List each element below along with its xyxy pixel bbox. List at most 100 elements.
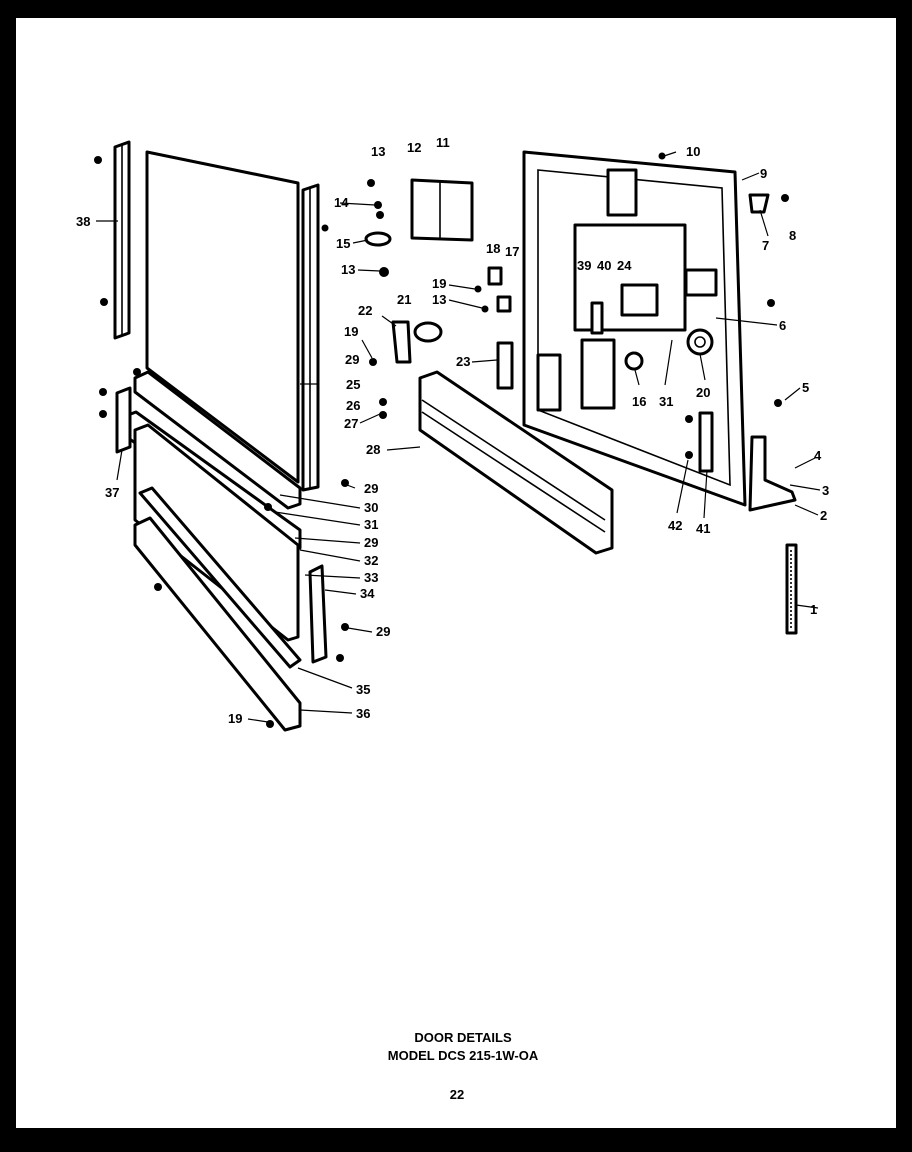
screw-icon — [774, 399, 782, 407]
part-16-knob — [624, 351, 644, 371]
part-36-toe-kick — [133, 516, 302, 732]
part-41-hinge-bracket — [698, 411, 714, 473]
part-label: 42 — [668, 518, 682, 533]
part-label: 29 — [364, 481, 378, 496]
page-number: 22 — [450, 1087, 464, 1102]
part-label: 33 — [364, 570, 378, 585]
part-label: 28 — [366, 442, 380, 457]
part-7-clip — [748, 193, 770, 214]
part-label: 21 — [397, 292, 411, 307]
part-38-side-trim — [113, 140, 131, 340]
screw-icon — [379, 267, 389, 277]
part-label: 1 — [810, 602, 817, 617]
part-label: 19 — [432, 276, 446, 291]
part-25-26-side-channel — [301, 183, 320, 492]
part-label: 26 — [346, 398, 360, 413]
screw-icon — [133, 368, 141, 376]
screw-icon — [367, 179, 375, 187]
part-label: 17 — [505, 244, 519, 259]
part-22-bracket — [391, 320, 412, 364]
part-label: 30 — [364, 500, 378, 515]
hinge-block — [536, 353, 562, 412]
screw-icon — [379, 411, 387, 419]
part-label: 41 — [696, 521, 710, 536]
part-label: 34 — [360, 586, 375, 601]
part-label: 40 — [597, 258, 611, 273]
screw-icon — [99, 410, 107, 418]
part-label: 2 — [820, 508, 827, 523]
part-label: 14 — [334, 195, 349, 210]
leader-lines — [96, 151, 821, 723]
part-label: 29 — [364, 535, 378, 550]
part-label: 4 — [814, 448, 822, 463]
part-label: 38 — [76, 214, 90, 229]
part-20-bearing — [686, 328, 714, 356]
part-label: 5 — [802, 380, 809, 395]
part-label: 31 — [364, 517, 378, 532]
part-labels: 1 2 3 4 5 6 7 8 9 10 11 12 13 13 13 14 1… — [76, 135, 829, 726]
part-label: 18 — [486, 241, 500, 256]
screw-icon — [376, 211, 384, 219]
part-label: 19 — [344, 324, 358, 339]
part-17-clip — [496, 295, 512, 313]
screw-icon — [374, 201, 382, 209]
part-11-12-latch-assembly — [410, 178, 474, 242]
part-15-clip — [364, 231, 392, 247]
part-21-cam — [413, 321, 443, 343]
part-39-40-dispenser — [580, 301, 616, 410]
screw-icon — [658, 152, 666, 160]
screw-icon — [99, 388, 107, 396]
part-label: 7 — [762, 238, 769, 253]
screw-icon — [321, 224, 329, 232]
part-label: 8 — [789, 228, 796, 243]
part-label: 29 — [376, 624, 390, 639]
part-label: 37 — [105, 485, 119, 500]
part-2-3-hinge-arm — [748, 435, 797, 512]
part-label: 13 — [341, 262, 355, 277]
part-label: 24 — [617, 258, 632, 273]
screw-icon — [341, 623, 349, 631]
part-label: 3 — [822, 483, 829, 498]
part-37-end-cap — [115, 386, 132, 454]
screw-icon — [369, 358, 377, 366]
part-label: 23 — [456, 354, 470, 369]
outer-door-panel — [145, 150, 300, 484]
part-label: 12 — [407, 140, 421, 155]
part-label: 20 — [696, 385, 710, 400]
screw-icon — [264, 503, 272, 511]
part-label: 35 — [356, 682, 370, 697]
part-label: 25 — [346, 377, 360, 392]
part-label: 36 — [356, 706, 370, 721]
model-number: MODEL DCS 215-1W-OA — [388, 1048, 539, 1063]
part-label: 9 — [760, 166, 767, 181]
part-28-rail — [418, 370, 614, 555]
part-1-spring — [785, 543, 798, 635]
diagram-title: DOOR DETAILS — [414, 1030, 512, 1045]
part-label: 29 — [345, 352, 359, 367]
screw-icon — [379, 398, 387, 406]
lower-kick-panel — [133, 423, 300, 642]
part-label: 39 — [577, 258, 591, 273]
caption: DOOR DETAILS MODEL DCS 215-1W-OA 22 — [388, 1030, 539, 1102]
part-label: 27 — [344, 416, 358, 431]
screw-icon — [336, 654, 344, 662]
part-label: 32 — [364, 553, 378, 568]
screw-icon — [100, 298, 108, 306]
part-label: 13 — [432, 292, 446, 307]
part-label: 15 — [336, 236, 350, 251]
part-23-bracket — [496, 341, 514, 390]
part-34-bracket — [308, 564, 328, 664]
part-label: 11 — [436, 135, 450, 150]
part-label: 6 — [779, 318, 786, 333]
screw-icon — [781, 194, 789, 202]
screw-icon — [474, 285, 482, 293]
screw-icon — [685, 451, 693, 459]
screw-icon — [154, 583, 162, 591]
screw-icon — [481, 305, 489, 313]
part-label: 13 — [371, 144, 385, 159]
screw-icon — [685, 415, 693, 423]
part-label: 16 — [632, 394, 646, 409]
part-label: 10 — [686, 144, 700, 159]
